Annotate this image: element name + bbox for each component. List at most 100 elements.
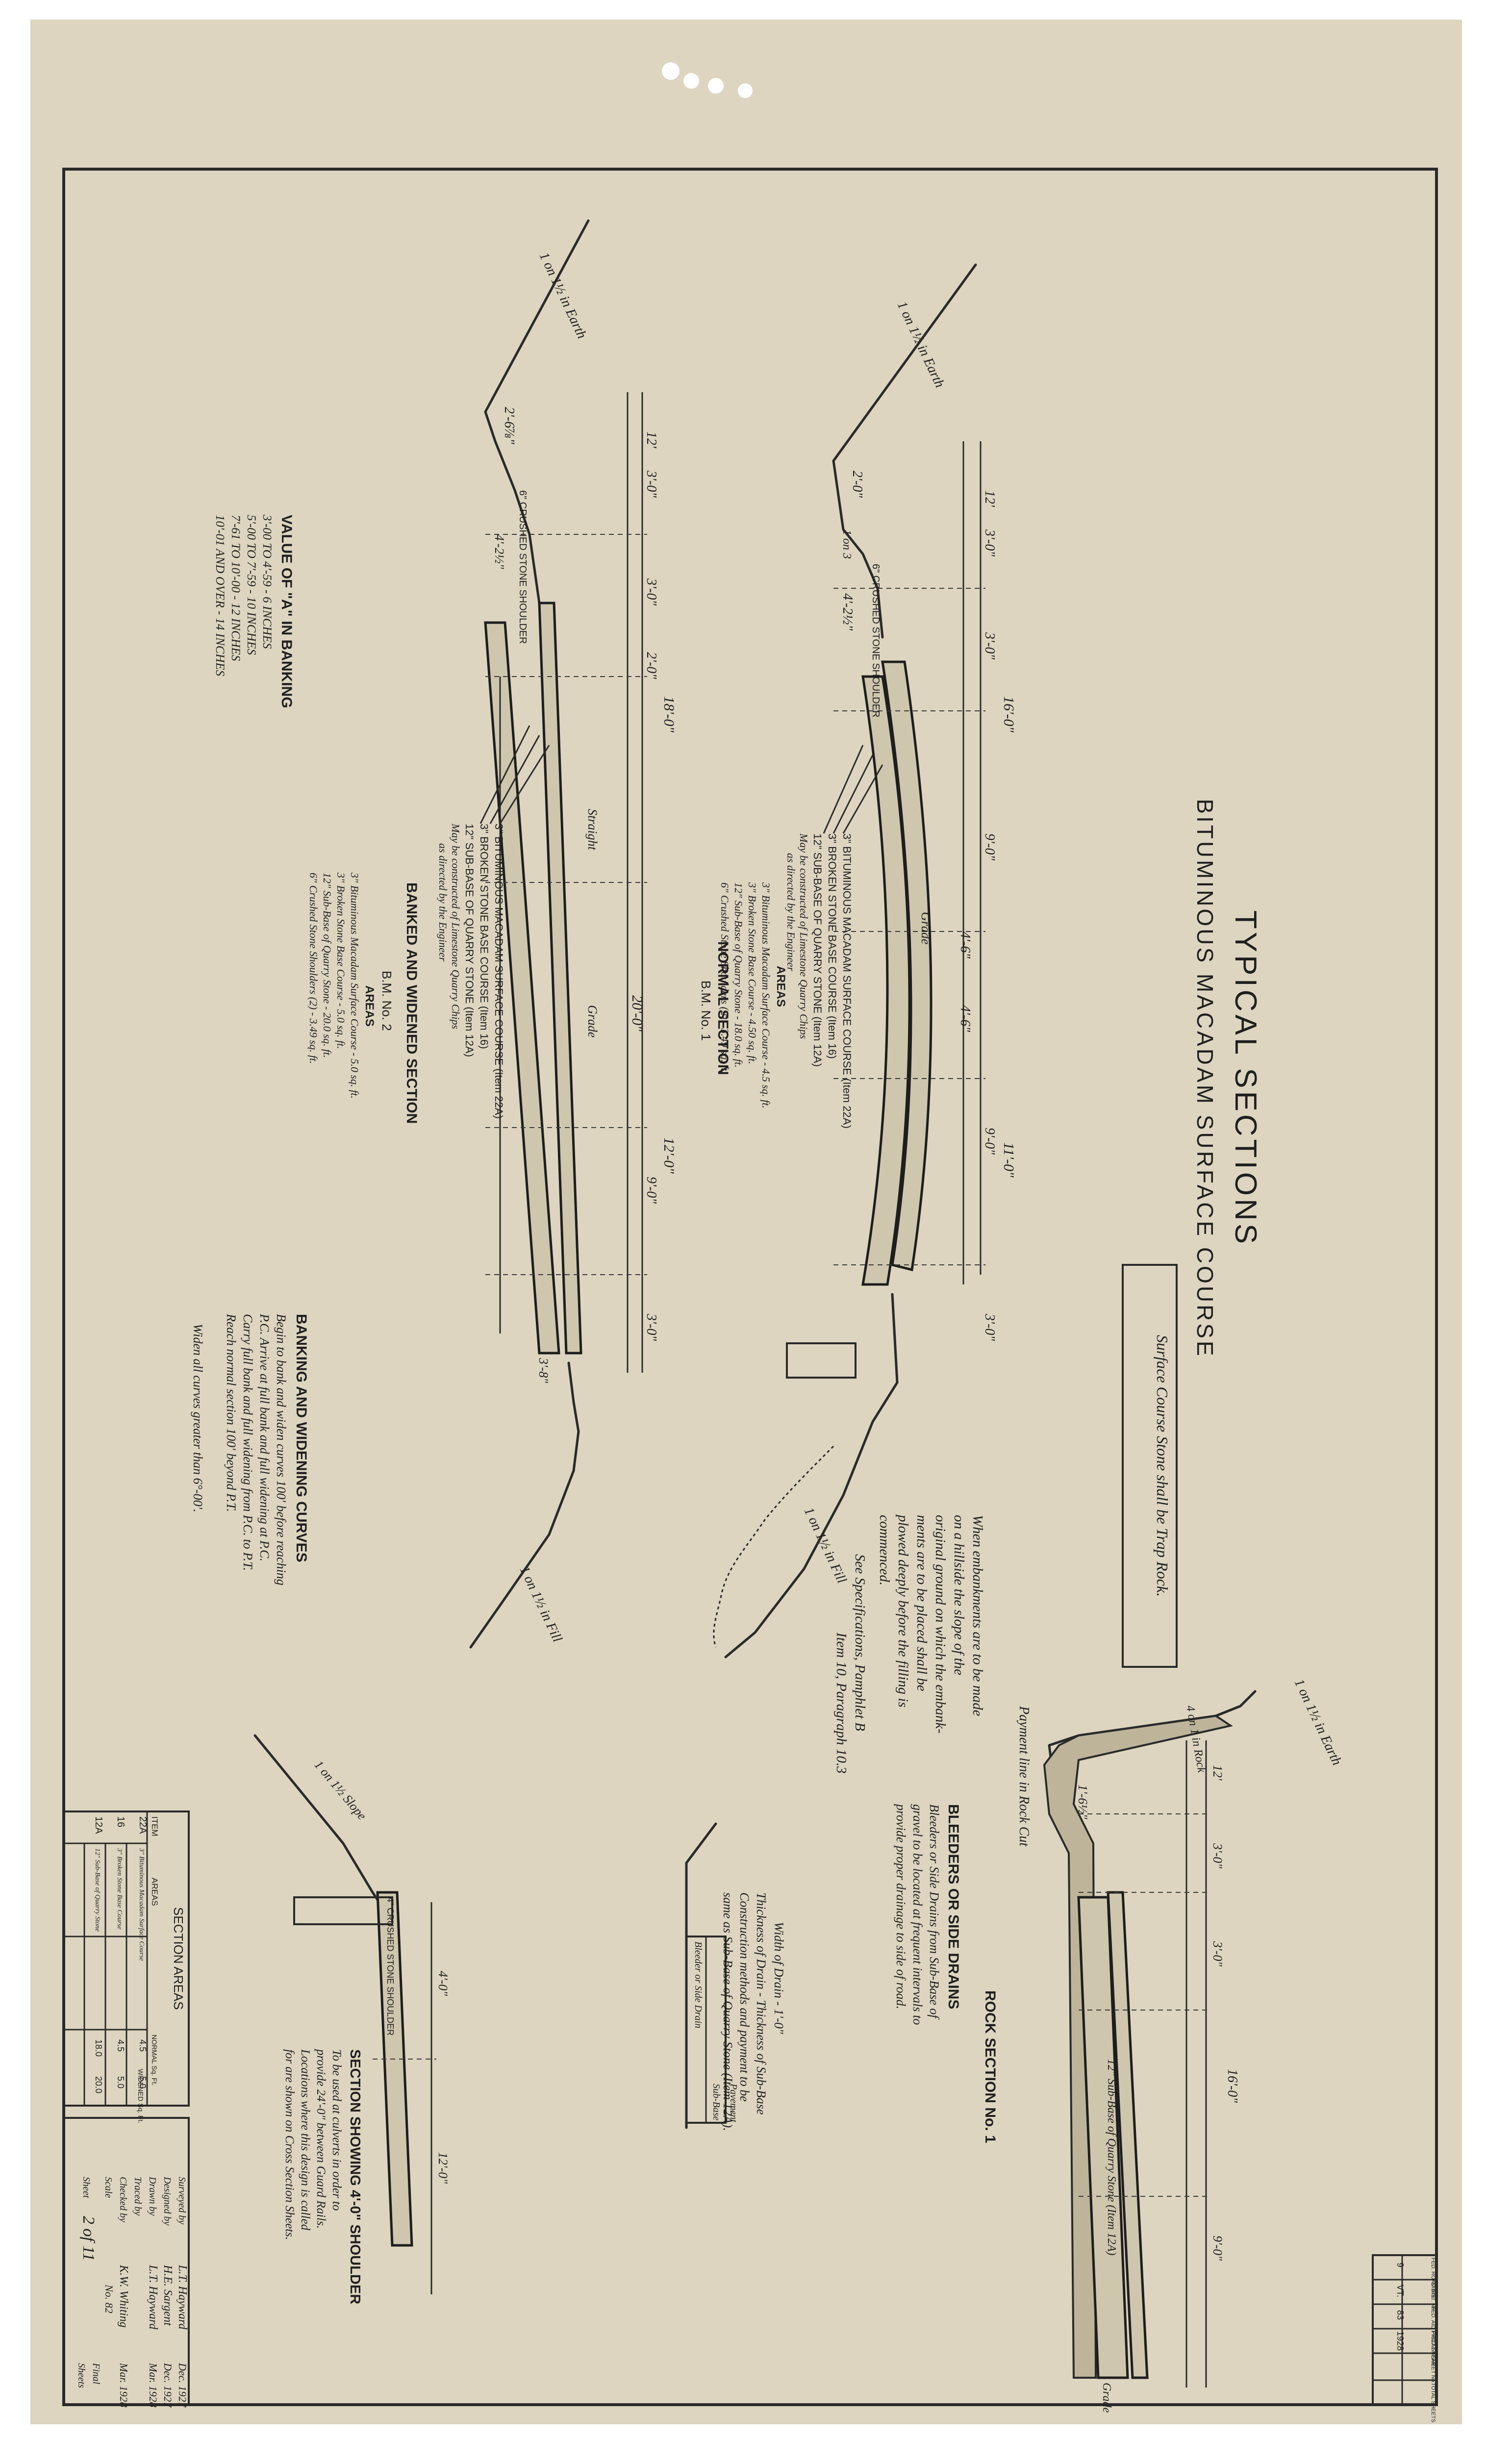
svg-text:10'-01 AND OVER - 14 INCHES: 10'-01 AND OVER - 14 INCHES bbox=[213, 515, 227, 677]
svg-text:Designed by: Designed by bbox=[162, 2176, 173, 2226]
svg-text:Scale: Scale bbox=[103, 2177, 114, 2198]
svg-text:Surveyed by: Surveyed by bbox=[176, 2177, 187, 2224]
svg-text:12': 12' bbox=[644, 431, 659, 449]
svg-text:3'-0": 3'-0" bbox=[982, 1313, 997, 1341]
page-title: TYPICAL SECTIONS bbox=[1229, 910, 1262, 1247]
svg-text:3'-0": 3'-0" bbox=[1210, 1843, 1225, 1868]
svg-text:Grade: Grade bbox=[585, 1005, 600, 1037]
svg-text:3" BITUMINOUS MACADAM SURFACE: 3" BITUMINOUS MACADAM SURFACE COURSE (It… bbox=[841, 833, 853, 1129]
svg-text:AREAS: AREAS bbox=[363, 985, 376, 1027]
svg-text:Locations where this design is: Locations where this design is called bbox=[299, 2049, 312, 2231]
svg-text:9'-0": 9'-0" bbox=[982, 833, 997, 860]
svg-text:3'-00 TO 4'-59 - 6 INCHES: 3'-00 TO 4'-59 - 6 INCHES bbox=[260, 514, 274, 649]
svg-text:12'-0": 12'-0" bbox=[661, 1137, 677, 1174]
banked-callouts: 3" BITUMINOUS MACADAM SURFACE COURSE (It… bbox=[437, 823, 505, 1119]
rock-section-heading: ROCK SECTION No. 1 bbox=[982, 1990, 998, 2143]
svg-text:3" Broken Stone Base Course -: 3" Broken Stone Base Course - 5.0 sq. ft… bbox=[335, 872, 347, 1049]
svg-text:4'-6": 4'-6" bbox=[958, 931, 973, 958]
svg-text:3'-0": 3'-0" bbox=[982, 529, 997, 556]
svg-text:original ground on which the e: original ground on which the embank- bbox=[932, 1515, 948, 1734]
svg-text:12" Sub-Base of Quarry Stone: 12" Sub-Base of Quarry Stone bbox=[94, 1848, 101, 1932]
banking-curves-note: BANKING AND WIDENING CURVES Begin to ban… bbox=[191, 1313, 309, 1585]
banked-subbase bbox=[484, 621, 560, 1355]
svg-text:12" Sub-Base of Quarry Stone (: 12" Sub-Base of Quarry Stone (Item 12A) bbox=[1105, 2059, 1118, 2256]
banked-section-heading: BANKED AND WIDENED SECTION bbox=[403, 882, 420, 1124]
bleeders-note: BLEEDERS OR SIDE DRAINS Bleeders or Side… bbox=[894, 1803, 961, 2025]
svg-text:Final: Final bbox=[91, 2363, 101, 2385]
svg-text:3" Bituminous Macadam Surface: 3" Bituminous Macadam Surface Course - 5… bbox=[349, 872, 361, 1099]
svg-text:Pavement: Pavement bbox=[728, 2083, 739, 2122]
svg-text:K.W. Whiting: K.W. Whiting bbox=[117, 2264, 130, 2328]
svg-text:When embankments are to be mad: When embankments are to be made bbox=[970, 1515, 985, 1716]
rock-subbase bbox=[1077, 1896, 1129, 2379]
banking-curves-heading: BANKING AND WIDENING CURVES bbox=[293, 1314, 309, 1562]
bleeders-heading: BLEEDERS OR SIDE DRAINS bbox=[945, 1804, 961, 2009]
banked-section-drawing bbox=[469, 219, 647, 1649]
punch-hole bbox=[708, 78, 724, 94]
svg-text:4'-2½": 4'-2½" bbox=[492, 534, 506, 569]
svg-text:H.E. Sargent: H.E. Sargent bbox=[161, 2264, 174, 2326]
svg-text:Grade: Grade bbox=[1100, 2383, 1113, 2413]
normal-section-heading: NORMAL SECTION bbox=[715, 941, 731, 1075]
section-areas-heading: SECTION AREAS bbox=[171, 1907, 186, 2010]
svg-text:for are shown on Cross Section: for are shown on Cross Section Sheets. bbox=[283, 2049, 296, 2240]
svg-text:Item 10, Paragraph 10.3: Item 10, Paragraph 10.3 bbox=[833, 1632, 849, 1774]
svg-text:12" SUB-BASE OF QUARRY STONE (: 12" SUB-BASE OF QUARRY STONE (Item 12A) bbox=[811, 833, 824, 1067]
svg-text:provide proper drainage to sid: provide proper drainage to side of road. bbox=[894, 1803, 908, 2009]
svg-text:11'-0": 11'-0" bbox=[1001, 1142, 1017, 1178]
shoulder-heading: SECTION SHOWING 4'-0" SHOULDER bbox=[347, 2049, 363, 2304]
surface-note-box bbox=[1122, 1264, 1178, 1668]
rock-section-heading-group: ROCK SECTION No. 1 bbox=[982, 1990, 998, 2143]
svg-text:Sub-Base: Sub-Base bbox=[711, 2084, 722, 2121]
page-subtitle: BITUMINOUS MACADAM SURFACE COURSE bbox=[1192, 799, 1218, 1358]
svg-text:See Specifications, Pamphlet B: See Specifications, Pamphlet B bbox=[852, 1554, 868, 1731]
svg-text:L.T. Hayward: L.T. Hayward bbox=[176, 2264, 189, 2330]
svg-text:3" BITUMINOUS MACADAM SURFACE: 3" BITUMINOUS MACADAM SURFACE COURSE (It… bbox=[493, 824, 505, 1119]
svg-text:gravel to be located at freque: gravel to be located at frequent interva… bbox=[910, 1804, 925, 2025]
svg-text:3'-0": 3'-0" bbox=[644, 578, 659, 605]
svg-text:12A: 12A bbox=[93, 1816, 104, 1834]
svg-text:No. 82: No. 82 bbox=[103, 2284, 115, 2313]
svg-text:on a hillside the slope of the: on a hillside the slope of the bbox=[951, 1515, 967, 1675]
punch-hole bbox=[738, 83, 753, 98]
svg-text:FED. AID PROJ. No.: FED. AID PROJ. No. bbox=[1430, 2307, 1436, 2356]
svg-text:12" Sub-Base of Quarry Stone -: 12" Sub-Base of Quarry Stone - 18.0 sq. … bbox=[732, 882, 745, 1068]
svg-text:Carry full bank and full widen: Carry full bank and full widening from P… bbox=[241, 1314, 255, 1571]
sheet-number: 2 of 11 bbox=[79, 2216, 98, 2261]
svg-text:as directed by the Engineer: as directed by the Engineer bbox=[785, 853, 797, 972]
svg-text:1 on 1½ Slope: 1 on 1½ Slope bbox=[311, 1758, 369, 1823]
svg-text:STATE: STATE bbox=[1430, 2282, 1436, 2299]
svg-text:12': 12' bbox=[982, 490, 997, 507]
banking-value-table: VALUE OF "A" IN BANKING 3'-00 TO 4'-59 -… bbox=[213, 514, 295, 708]
svg-text:Bleeders or Side Drains from S: Bleeders or Side Drains from Sub-Base of bbox=[927, 1804, 941, 2020]
svg-text:6" CRUSHED STONE SHOULDER: 6" CRUSHED STONE SHOULDER bbox=[517, 490, 528, 644]
svg-text:FISCAL YEAR: FISCAL YEAR bbox=[1430, 2331, 1436, 2366]
svg-text:same as Sub-Base of Quarry Sto: same as Sub-Base of Quarry Stone (Item 1… bbox=[721, 1892, 735, 2131]
banked-areas: B.M. No. 2 AREAS 3" Bituminous Macadam S… bbox=[307, 872, 394, 1099]
svg-text:1 on 1½ in Fill: 1 on 1½ in Fill bbox=[801, 1505, 850, 1586]
svg-text:16'-0": 16'-0" bbox=[1001, 696, 1017, 732]
guard-rail-post bbox=[293, 1896, 393, 1925]
svg-text:Dec. 1927: Dec. 1927 bbox=[162, 2363, 174, 2408]
normal-areas: AREAS 3" Bituminous Macadam Surface Cour… bbox=[719, 882, 787, 1108]
svg-text:7'-61 TO 10'-00 - 12 INCHES: 7'-61 TO 10'-00 - 12 INCHES bbox=[229, 515, 242, 661]
svg-text:To be used at culverts in orde: To be used at culverts in order to bbox=[330, 2049, 343, 2211]
svg-text:3" BROKEN STONE BASE COURSE (I: 3" BROKEN STONE BASE COURSE (Item 16) bbox=[826, 833, 838, 1059]
normal-leaders bbox=[823, 745, 883, 834]
svg-text:4'-6": 4'-6" bbox=[958, 1005, 973, 1032]
svg-text:May be constructed of Limeston: May be constructed of Limestone Quarry C… bbox=[450, 823, 462, 1029]
bleeder-detail: Pavement Sub-Base Bleeder or Side Drain bbox=[685, 1822, 739, 2129]
svg-text:2'-6⅞": 2'-6⅞" bbox=[502, 407, 517, 444]
svg-text:4" CRUSHED STONE SHOULDER: 4" CRUSHED STONE SHOULDER bbox=[385, 1897, 395, 2036]
svg-text:20.0: 20.0 bbox=[94, 2076, 103, 2093]
svg-text:Sheets: Sheets bbox=[76, 2363, 87, 2388]
svg-text:B.M. No. 2: B.M. No. 2 bbox=[379, 971, 394, 1031]
svg-text:1 on 3: 1 on 3 bbox=[840, 529, 853, 559]
title-group: TYPICAL SECTIONS BITUMINOUS MACADAM SURF… bbox=[1192, 799, 1262, 1358]
svg-text:16: 16 bbox=[115, 1816, 126, 1827]
svg-text:4.5: 4.5 bbox=[138, 2039, 148, 2052]
svg-text:5.0: 5.0 bbox=[138, 2076, 148, 2088]
normal-section-drawing bbox=[713, 263, 985, 1659]
svg-text:Construction methods and payme: Construction methods and payment to be bbox=[737, 1892, 752, 2102]
